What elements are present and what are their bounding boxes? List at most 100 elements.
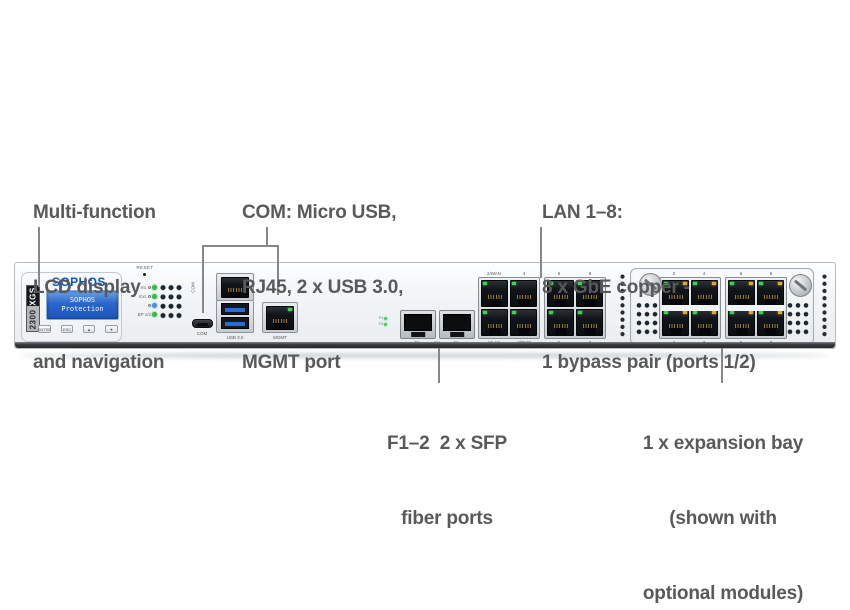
blue-led — [152, 302, 157, 308]
lan-port-3 — [510, 309, 537, 336]
callout-line-com-left-arm — [202, 245, 204, 313]
lan-label-6: 6 — [557, 271, 561, 276]
usb3-port — [221, 303, 249, 315]
model-number: 2300 — [27, 306, 39, 331]
exp-label-7: 7 — [769, 340, 773, 345]
annotation-lcd-display: Multi-function LCD display and navigatio… — [33, 150, 164, 425]
expansion-port-5 — [728, 309, 755, 336]
green-led — [152, 284, 157, 290]
lan-label-2wan: 2/WAN — [486, 271, 502, 276]
annotation-line: MGMT port — [242, 352, 341, 373]
expansion-port-block-1 — [659, 277, 721, 339]
expansion-port-3 — [691, 309, 718, 336]
callout-line-com-stem — [266, 227, 268, 247]
exp-label-6: 6 — [739, 271, 743, 276]
expansion-port-2 — [662, 280, 689, 307]
lcd-control-panel: XGS 2300 SOPHOS SOPHOS Protection ENTER … — [21, 272, 122, 342]
green-led — [152, 293, 157, 299]
lan-port-5 — [547, 309, 574, 336]
exp-label-5: 5 — [739, 340, 743, 345]
thumbscrew-left — [639, 273, 662, 296]
callout-line-com-right-arm — [277, 245, 279, 295]
annotation-line: RJ45, 2 x USB 3.0, — [242, 277, 404, 298]
annotation-line: (shown with — [669, 508, 777, 529]
exp-label-3: 3 — [702, 340, 706, 345]
expansion-port-7 — [757, 309, 784, 336]
lan-port-1 — [481, 309, 508, 336]
up-arrow-button: ▲ — [83, 325, 95, 333]
lan-port-2 — [481, 280, 508, 307]
mgmt-rj45-port — [266, 306, 294, 330]
annotation-sfp-ports: F1–2 2 x SFP fiber ports — [322, 381, 572, 581]
usb-bezel — [216, 300, 254, 333]
usb-label: USB 3.0 — [226, 335, 244, 340]
led-row-ext: Ext. — [107, 293, 157, 299]
com-rj45-bezel — [216, 273, 254, 301]
led-row-power — [107, 302, 157, 308]
led-label: Int. — [140, 284, 147, 290]
led-row-int: Int. — [107, 284, 157, 290]
com-rj45-label: COM — [190, 282, 196, 293]
sophos-logo: SOPHOS — [52, 275, 106, 289]
micro-usb-com-port — [192, 319, 213, 328]
lan-port-6 — [547, 280, 574, 307]
callout-line-sfp — [438, 348, 440, 383]
lan-port-8 — [576, 280, 603, 307]
down-arrow-button: ▼ — [105, 325, 118, 333]
led-matrix — [159, 283, 182, 321]
green-led — [384, 322, 388, 326]
annotation-line: LCD display — [33, 277, 141, 298]
power-icon — [148, 294, 151, 298]
com-rj45-port — [221, 277, 249, 298]
expansion-led-matrix-right — [786, 301, 810, 336]
annotation-line: Multi-function — [33, 202, 156, 223]
green-led — [152, 311, 157, 317]
lan-port-4 — [510, 280, 537, 307]
reset-label: RESET — [136, 265, 154, 270]
led-label: Ext. — [139, 293, 147, 299]
vent-holes — [619, 273, 626, 338]
annotation-line: 8 x GbE copper - — [542, 277, 690, 298]
sfp-led-label: F1 — [379, 316, 384, 320]
annotation-line: F1–2 2 x SFP — [387, 433, 507, 454]
sfp-led-label: F2 — [379, 322, 384, 326]
callout-line-expansion — [721, 348, 723, 383]
exp-label-2: 2 — [672, 271, 676, 276]
exp-label-1: 1 — [672, 340, 676, 345]
mgmt-label: MGMT — [273, 335, 287, 340]
led-label: BP 1/2 — [137, 311, 151, 317]
lan-port-7 — [576, 309, 603, 336]
annotation-expansion-bay: 1 x expansion bay (shown with optional m… — [598, 381, 848, 610]
lan-port-block-2 — [544, 277, 606, 339]
lcd-line: Protection — [61, 305, 104, 313]
model-badge: XGS 2300 — [26, 285, 40, 332]
annotation-line: LAN 1–8: — [542, 202, 623, 223]
led-row-bypass: BP 1/2 — [107, 311, 157, 317]
annotation-line: 1 bypass pair (ports 1/2) — [542, 352, 756, 373]
annotation-line: optional modules) — [642, 583, 804, 604]
exp-label-4: 4 — [702, 271, 706, 276]
expansion-led-matrix-left — [635, 301, 659, 336]
annotation-line: fiber ports — [401, 508, 493, 529]
green-led — [384, 316, 388, 320]
annotation-lan-ports: LAN 1–8: 8 x GbE copper - 1 bypass pair … — [542, 150, 756, 425]
module-divider — [727, 305, 785, 311]
enter-button: ENTER — [37, 325, 52, 333]
usb3-port — [221, 317, 249, 329]
mgmt-bezel — [262, 302, 298, 333]
vent-holes — [821, 273, 828, 338]
sfp-cage-f2 — [439, 310, 475, 339]
device-bottom-edge — [15, 342, 835, 348]
appliance-front-panel: XGS 2300 SOPHOS SOPHOS Protection ENTER … — [14, 262, 836, 349]
expansion-port-1 — [662, 309, 689, 336]
model-series: XGS — [27, 286, 39, 306]
lan-port-block-1 — [478, 277, 540, 339]
reset-pinhole — [143, 273, 146, 276]
esc-button: ESC — [61, 325, 73, 333]
micro-usb-label: COM — [196, 331, 208, 336]
module-divider — [661, 305, 719, 311]
expansion-port-8 — [757, 280, 784, 307]
annotation-line: COM: Micro USB, — [242, 202, 397, 223]
callout-line-com-bracket — [202, 245, 279, 247]
